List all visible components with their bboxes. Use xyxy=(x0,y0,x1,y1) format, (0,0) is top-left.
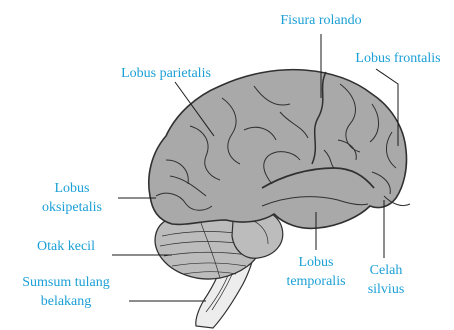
cerebrum xyxy=(149,70,407,229)
label-lobus-parietalis: Lobus parietalis xyxy=(121,66,211,81)
label-sumsum-line1: Sumsum tulang xyxy=(22,275,110,290)
label-lobus-frontalis: Lobus frontalis xyxy=(355,51,440,66)
label-lobus-oksipetalis-line1: Lobus xyxy=(55,181,90,196)
label-lobus-temporalis-line2: temporalis xyxy=(286,274,345,289)
label-lobus-temporalis-line1: Lobus xyxy=(299,255,334,270)
label-fisura-rolando: Fisura rolando xyxy=(280,13,361,28)
label-otak-kecil: Otak kecil xyxy=(37,239,95,254)
label-sumsum-line2: belakang xyxy=(41,294,92,309)
label-lobus-oksipetalis-line2: oksipetalis xyxy=(42,200,102,215)
label-celah-silvius-line2: silvius xyxy=(368,282,405,297)
label-celah-silvius-line1: Celah xyxy=(370,263,403,278)
